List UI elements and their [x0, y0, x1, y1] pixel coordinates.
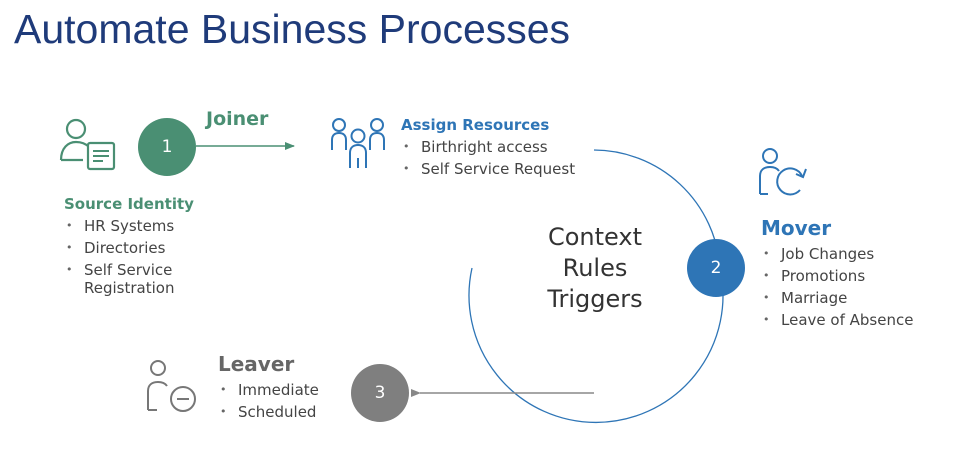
user-document-icon: [59, 118, 116, 171]
mover-list: Job Changes Promotions Marriage Leave of…: [761, 243, 913, 331]
list-item: Immediate: [218, 379, 319, 401]
source-identity-list: HR Systems Directories Self Service Regi…: [64, 215, 174, 299]
center-label: Context Rules Triggers: [535, 222, 655, 315]
page-title: Automate Business Processes: [14, 6, 571, 52]
mover-heading: Mover: [761, 216, 832, 240]
list-item: Leave of Absence: [761, 309, 913, 331]
center-line: Triggers: [547, 285, 643, 313]
user-group-icon: [331, 118, 385, 168]
list-item: Promotions: [761, 265, 913, 287]
list-item: HR Systems: [64, 215, 174, 237]
assign-resources-list: Birthright access Self Service Request: [401, 136, 575, 180]
leaver-list: Immediate Scheduled: [218, 379, 319, 423]
step-2-number: 2: [710, 258, 722, 278]
list-item: Registration: [84, 279, 175, 297]
step-3-number: 3: [374, 383, 386, 403]
list-item: Birthright access: [401, 136, 575, 158]
assign-resources-heading: Assign Resources: [401, 116, 550, 134]
step-2-circle: 2: [687, 239, 745, 297]
list-item: Scheduled: [218, 401, 319, 423]
center-line: Context: [547, 223, 643, 251]
step-3-circle: 3: [351, 364, 409, 422]
step-1-circle: 1: [138, 118, 196, 176]
list-item: Self Service Request: [401, 158, 575, 180]
joiner-label: Joiner: [206, 108, 269, 130]
list-item: Job Changes: [761, 243, 913, 265]
list-item: Directories: [64, 237, 174, 259]
user-remove-icon: [147, 360, 196, 412]
leaver-heading: Leaver: [218, 352, 295, 376]
list-item: Self Service: [64, 259, 174, 281]
source-identity-heading: Source Identity: [64, 195, 194, 213]
step-1-number: 1: [161, 137, 173, 157]
center-line: Rules: [562, 254, 628, 282]
list-item: Marriage: [761, 287, 913, 309]
user-refresh-icon: [759, 148, 807, 196]
cycle-arc-lower: [468, 267, 724, 424]
